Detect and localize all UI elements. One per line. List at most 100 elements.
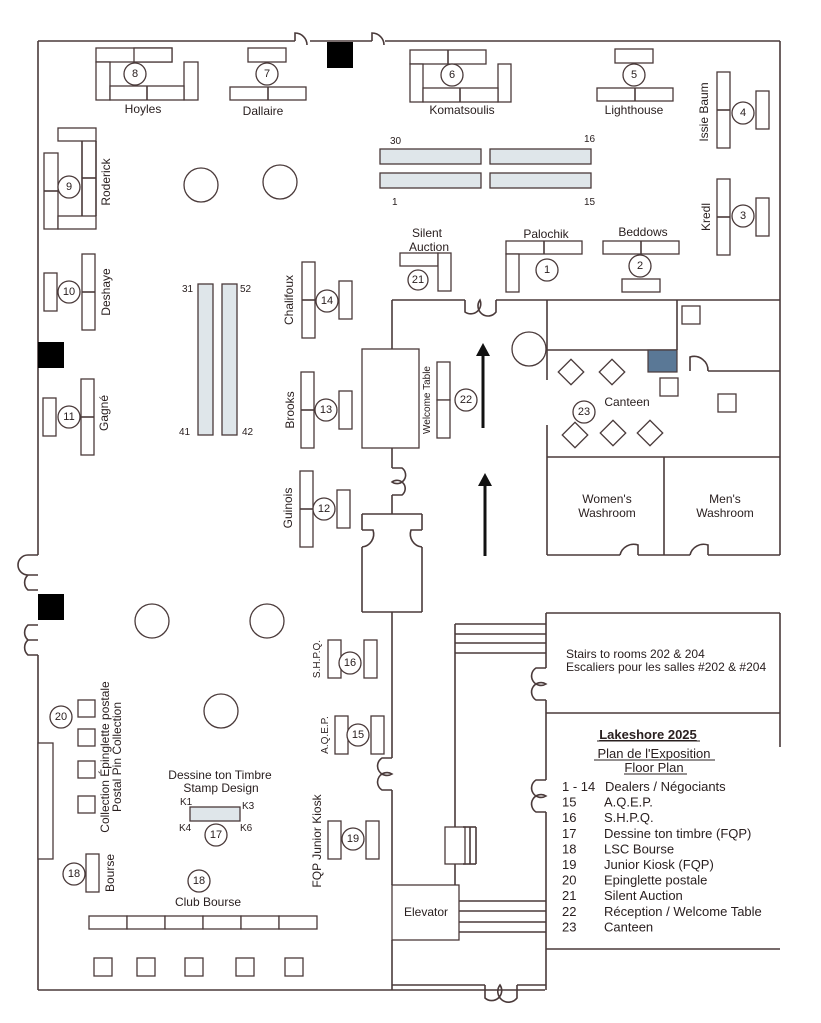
booth-20[interactable]: 20 Collection Épinglette postale Postal …	[49, 681, 124, 833]
kiosk-label: K1	[180, 797, 193, 808]
elevator[interactable]	[391, 884, 460, 941]
booth-11[interactable]: 11 Gagné	[42, 378, 111, 456]
legend-number: 17	[562, 826, 576, 841]
booth-label: Collection Épinglette postale	[97, 681, 112, 833]
booth-number: 8	[132, 68, 138, 80]
booth-22[interactable]: 22 Welcome Table	[422, 361, 478, 439]
legend-number: 19	[562, 857, 576, 872]
booth-4[interactable]: 4 Issie Baum	[697, 71, 770, 149]
door-icon[interactable]	[484, 983, 518, 1003]
door-icon[interactable]	[17, 554, 38, 591]
legend-number: 20	[562, 873, 576, 888]
door-icon[interactable]	[530, 667, 548, 701]
booth-1[interactable]: 1 Palochik	[505, 227, 583, 293]
pillar	[38, 342, 64, 368]
legend-label: S.H.P.Q.	[604, 810, 654, 825]
booth-10[interactable]: 10 Deshaye	[43, 253, 113, 331]
booth-18-bourse[interactable]: 18 Bourse	[62, 853, 117, 893]
legend-number: 22	[562, 904, 576, 919]
booth-18-club-bourse[interactable]: 18 Club Bourse	[88, 869, 318, 930]
door-icon[interactable]	[619, 543, 639, 556]
booth-label: Auction	[409, 240, 449, 254]
canteen-tables	[557, 358, 664, 449]
booth-7[interactable]: 7 Dallaire	[229, 47, 307, 118]
booth-13[interactable]: 13 Brooks	[283, 371, 353, 449]
frame-number: 41	[179, 427, 191, 438]
booth-2[interactable]: 2 Beddows	[602, 225, 680, 293]
door-icon[interactable]	[390, 467, 407, 496]
booth-number: 19	[347, 833, 359, 845]
direction-arrow-icon	[476, 343, 490, 428]
reception-room	[361, 348, 420, 449]
door-icon[interactable]	[23, 624, 38, 656]
womens-washroom-label: Washroom	[578, 506, 636, 520]
booth-8[interactable]: 8 Hoyles	[95, 47, 199, 116]
door-icon[interactable]	[689, 355, 709, 372]
booth-label: Chalifoux	[282, 275, 296, 325]
mens-washroom-label: Washroom	[696, 506, 754, 520]
room-label: Canteen	[604, 395, 649, 409]
round-table	[511, 331, 547, 367]
booth-number: 1	[544, 264, 550, 276]
legend: Lakeshore 2025 Plan de l'Exposition Floo…	[562, 727, 762, 934]
booth-label: Deshaye	[99, 268, 113, 316]
elevator-label: Elevator	[404, 905, 448, 919]
booth-label: Roderick	[99, 157, 113, 205]
booth-number: 9	[66, 181, 72, 193]
booth-3[interactable]: 3 Kredl	[699, 178, 770, 256]
booth-number: 11	[63, 411, 74, 423]
booth-label: Stamp Design	[183, 781, 258, 795]
stairs-label: Escaliers pour les salles #202 & #204	[566, 660, 766, 674]
booth-23[interactable]: 23 Canteen	[572, 395, 650, 424]
booth-19[interactable]: 19 FQP Junior Kiosk	[310, 793, 380, 888]
bench	[37, 742, 54, 860]
mens-washroom-label: Men's	[709, 492, 741, 506]
booth-label: Palochik	[523, 227, 569, 241]
booth-number: 10	[63, 286, 75, 298]
legend-number: 23	[562, 919, 576, 934]
booth-number: 5	[631, 69, 637, 81]
booth-label: Dessine ton Timbre	[168, 768, 272, 782]
legend-number: 21	[562, 888, 576, 903]
door-icon[interactable]	[530, 779, 548, 813]
stairs	[444, 623, 546, 933]
booth-6[interactable]: 6 Komatsoulis	[409, 49, 512, 117]
door-icon[interactable]	[464, 298, 497, 317]
legend-label: Réception / Welcome Table	[604, 904, 762, 919]
booth-label: A.Q.E.P.	[320, 716, 331, 754]
door-icon[interactable]	[371, 32, 385, 46]
booth-9[interactable]: 9 Roderick	[43, 127, 113, 230]
booth-number: 12	[318, 503, 330, 515]
booth-16[interactable]: 16 S.H.P.Q.	[312, 639, 378, 679]
booth-label: Beddows	[618, 225, 667, 239]
booth-number: 20	[55, 711, 67, 723]
booth-14[interactable]: 14 Chalifoux	[282, 261, 353, 339]
frame-number: 42	[242, 427, 254, 438]
booth-21[interactable]: 21 Silent Auction	[399, 226, 452, 292]
round-table	[203, 693, 239, 729]
booth-label: Postal Pin Collection	[110, 702, 124, 812]
kiosk-label: K3	[242, 801, 255, 812]
door-icon[interactable]	[294, 32, 308, 46]
booth-number: 3	[740, 210, 746, 222]
door-icon[interactable]	[689, 543, 709, 556]
frame-number: 30	[390, 136, 402, 147]
booth-17[interactable]: Dessine ton Timbre Stamp Design K1 K3 K4…	[168, 768, 272, 847]
booth-number: 15	[352, 729, 364, 741]
booth-label: Welcome Table	[422, 366, 433, 434]
door-icon[interactable]	[376, 757, 394, 791]
pillar	[327, 42, 353, 68]
interior-walls	[391, 299, 781, 990]
pillar	[38, 594, 64, 620]
booth-number: 18	[193, 875, 205, 887]
frame-number: 15	[584, 197, 596, 208]
legend-label: Dealers / Négociants	[605, 779, 726, 794]
booth-5[interactable]: 5 Lighthouse	[596, 48, 674, 117]
booth-15[interactable]: 15 A.Q.E.P.	[320, 715, 385, 755]
booth-12[interactable]: 12 Guinois	[281, 470, 351, 548]
